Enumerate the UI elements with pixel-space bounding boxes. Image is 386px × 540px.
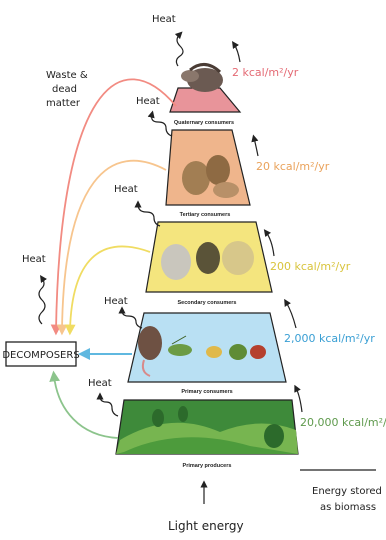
primary-producers-landscape-image [116,406,298,454]
waste-arrow-tertiary [56,159,167,336]
tertiary-animal-image [182,155,239,198]
energy-label-tertiary: 20 kcal/m²/yr [256,160,330,173]
energy-label-quaternary: 2 kcal/m²/yr [232,66,299,79]
quaternary-animal-image [181,63,223,92]
secondary-animal-image [161,241,254,280]
energy-label-primary-producers: 20,000 kcal/m²/yr [300,416,386,429]
level-tertiary-label: Tertiary consumers [180,212,231,218]
decomposers-box [5,341,77,367]
heat-label-decomposers: Heat [22,254,46,265]
waste-arrow-secondary [64,245,151,336]
level-quaternary-label: Quaternary consumers [174,120,234,126]
heat-label-secondary: Heat [104,296,128,307]
heat-label-top: Heat [152,14,176,25]
energy-label-primary-consumers: 2,000 kcal/m²/yr [284,332,375,345]
light-energy-label: Light energy [168,519,244,533]
waste-label-line1: Waste & [46,70,88,81]
level-primary-consumers-label: Primary consumers [181,389,232,395]
energy-up-arrow-5 [232,41,241,63]
primary-consumers-animal-image [138,326,266,377]
energy-up-arrow-1 [294,384,303,413]
energy-up-arrow-4 [251,134,259,157]
decomposers-label: DECOMPOSERS [2,350,79,361]
level-primary-producers-label: Primary producers [183,463,232,469]
level-secondary-label: Secondary consumers [178,300,237,306]
heat-label-tertiary: Heat [114,184,138,195]
energy-stored-label-line2: as biomass [320,502,376,513]
heat-squiggle-secondary [118,306,143,329]
waste-label-line3: matter [46,98,81,109]
heat-squiggle-top [174,31,184,67]
waste-label-line2: dead [52,84,77,95]
energy-up-arrow-3 [263,229,275,257]
waste-arrow-primary-producers [49,370,119,439]
heat-squiggle-tertiary [134,200,161,227]
heat-squiggle-quaternary [147,110,173,137]
waste-arrow-quaternary [50,78,177,336]
energy-up-arrow-2 [284,298,297,329]
energy-label-secondary: 200 kcal/m²/yr [270,260,351,273]
heat-label-primary: Heat [88,378,112,389]
heat-squiggle-decomposers [38,275,47,325]
energy-stored-label-line1: Energy stored [312,486,382,497]
heat-label-quaternary: Heat [136,96,160,107]
heat-squiggle-primary [96,392,119,417]
level-primary-consumers-trapezoid [127,312,287,383]
